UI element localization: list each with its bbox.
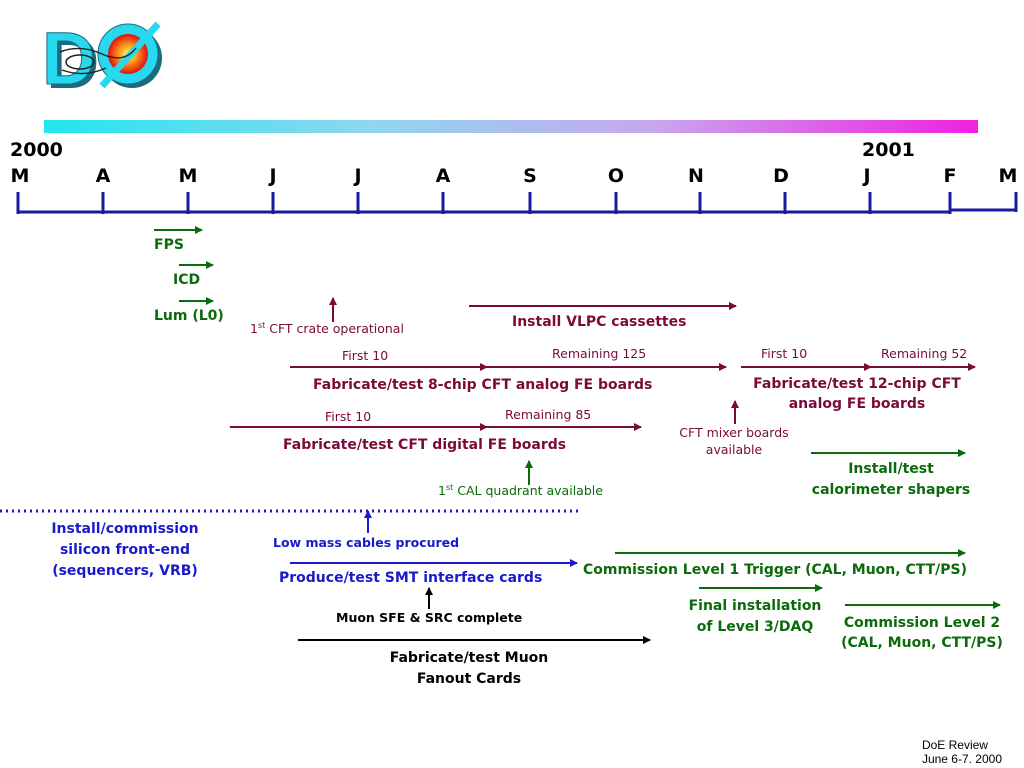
month-label: A bbox=[95, 165, 111, 187]
logo-text-shadow: D bbox=[46, 21, 99, 98]
month-label: J bbox=[863, 165, 871, 187]
month-label: J bbox=[354, 165, 362, 187]
cft-crate-label: 1st CFT crate operational bbox=[250, 321, 404, 337]
muon-fanout-label: Fabricate/test Muon Fanout Cards bbox=[364, 648, 574, 690]
silicon-label-line2: silicon front-end bbox=[59, 542, 191, 558]
vlpc-label: Install VLPC cassettes bbox=[512, 314, 687, 330]
silicon-label: Install/commission silicon front-end (se… bbox=[30, 519, 220, 582]
fps-label: FPS bbox=[154, 237, 184, 253]
muon-fanout-label-line2: Fanout Cards bbox=[416, 671, 522, 687]
shapers-label: Install/test calorimeter shapers bbox=[800, 459, 982, 501]
shapers-label-line2: calorimeter shapers bbox=[811, 482, 971, 498]
month-label: J bbox=[269, 165, 277, 187]
shapers-label-line1: Install/test bbox=[848, 461, 934, 477]
silicon-label-line1: Install/commission bbox=[51, 521, 199, 537]
month-label: F bbox=[943, 165, 957, 187]
d0-logo: D D bbox=[42, 18, 162, 98]
month-label: N bbox=[688, 165, 704, 187]
analog8-label: Fabricate/test 8-chip CFT analog FE boar… bbox=[313, 377, 653, 393]
month-label: M bbox=[10, 165, 30, 187]
month-label: O bbox=[607, 165, 625, 187]
analog12-first-label: First 10 bbox=[761, 346, 808, 361]
icd-label: ICD bbox=[173, 272, 201, 288]
month-label: A bbox=[435, 165, 451, 187]
analog12-label: Fabricate/test 12-chip CFT analog FE boa… bbox=[734, 374, 980, 414]
cal-quadrant-label: 1st CAL quadrant available bbox=[438, 483, 603, 499]
digital-remaining-label: Remaining 85 bbox=[505, 407, 592, 422]
month-label: D bbox=[773, 165, 789, 187]
l3-label-line2: of Level 3/DAQ bbox=[696, 619, 814, 635]
silicon-label-line3: (sequencers, VRB) bbox=[52, 563, 198, 579]
month-label: S bbox=[523, 165, 537, 187]
month-label: M bbox=[998, 165, 1018, 187]
mixer-label: CFT mixer boards available bbox=[663, 424, 805, 458]
footer-note: DoE Review June 6-7. 2000 bbox=[922, 738, 1002, 766]
analog12-remaining-label: Remaining 52 bbox=[881, 346, 968, 361]
digital-label: Fabricate/test CFT digital FE boards bbox=[283, 437, 567, 453]
l2-label-line1: Commission Level 2 bbox=[843, 615, 1001, 631]
l3-label: Final installation of Level 3/DAQ bbox=[674, 596, 836, 638]
timeline-axis bbox=[16, 192, 1018, 214]
analog8-remaining-label: Remaining 125 bbox=[552, 346, 647, 361]
cables-label: Low mass cables procured bbox=[273, 535, 460, 550]
footer-line1: DoE Review bbox=[921, 738, 988, 752]
muon-fanout-label-line1: Fabricate/test Muon bbox=[389, 650, 549, 666]
header-gradient-bar bbox=[44, 120, 978, 133]
mixer-label-line1: CFT mixer boards bbox=[679, 425, 789, 440]
l3-label-line1: Final installation bbox=[688, 598, 822, 614]
analog8-first-label: First 10 bbox=[342, 348, 389, 363]
l1-trigger-label: Commission Level 1 Trigger (CAL, Muon, C… bbox=[583, 562, 967, 578]
footer-line2: June 6-7. 2000 bbox=[921, 752, 1002, 766]
year-2001-label: 2001 bbox=[862, 139, 915, 161]
analog12-label-line2: analog FE boards bbox=[788, 396, 926, 412]
month-label: M bbox=[178, 165, 198, 187]
digital-first-label: First 10 bbox=[325, 409, 372, 424]
smt-label: Produce/test SMT interface cards bbox=[279, 570, 543, 586]
lum-label: Lum (L0) bbox=[154, 308, 224, 324]
mixer-label-line2: available bbox=[705, 442, 763, 457]
year-2000-label: 2000 bbox=[10, 139, 63, 161]
l2-label-line2: (CAL, Muon, CTT/PS) bbox=[841, 635, 1003, 651]
analog12-label-line1: Fabricate/test 12-chip CFT bbox=[753, 376, 961, 392]
muon-sfe-label: Muon SFE & SRC complete bbox=[336, 610, 523, 625]
l2-label: Commission Level 2 (CAL, Muon, CTT/PS) bbox=[826, 613, 1018, 653]
